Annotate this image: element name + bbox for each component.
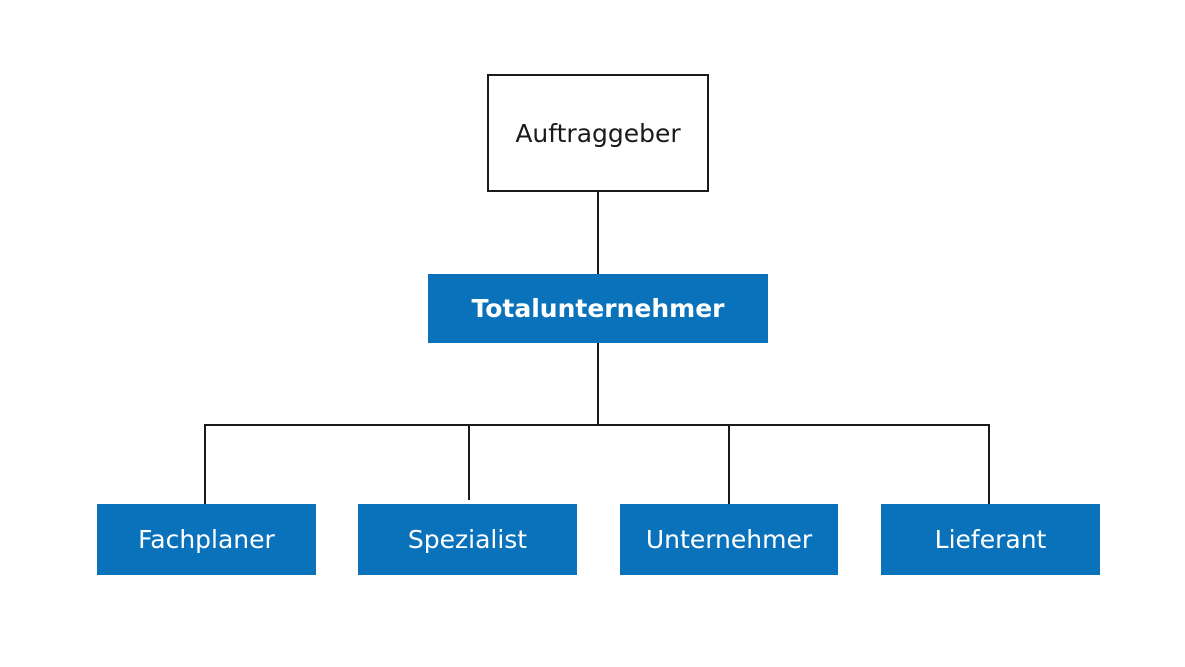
connector-horizontal-bus — [204, 424, 990, 426]
leaf-node-label: Unternehmer — [645, 525, 813, 554]
root-node-label: Auftraggeber — [515, 118, 681, 148]
connector-root-to-middle — [597, 191, 599, 274]
leaf-node-label: Fachplaner — [138, 525, 275, 554]
leaf-node-4: Lieferant — [881, 504, 1100, 575]
leaf-node-1: Fachplaner — [97, 504, 316, 575]
root-node: Auftraggeber — [487, 74, 709, 192]
connector-bus-to-leaf-1 — [204, 424, 206, 504]
connector-middle-to-bus — [597, 342, 599, 426]
connector-bus-to-leaf-3 — [728, 424, 730, 504]
leaf-node-2: Spezialist — [358, 504, 577, 575]
connector-bus-to-leaf-2 — [468, 424, 470, 500]
leaf-node-3: Unternehmer — [620, 504, 838, 575]
leaf-node-label: Spezialist — [407, 525, 528, 554]
leaf-node-label: Lieferant — [934, 525, 1047, 554]
middle-node-label: Totalunternehmer — [471, 294, 725, 323]
connector-bus-to-leaf-4 — [988, 424, 990, 504]
middle-node: Totalunternehmer — [428, 274, 768, 343]
